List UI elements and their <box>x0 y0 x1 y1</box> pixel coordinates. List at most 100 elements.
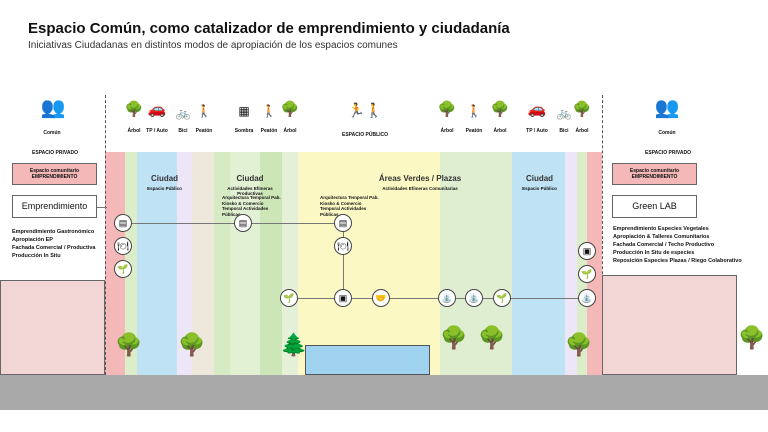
zone-stripe <box>298 152 440 375</box>
bus-car-icon: 🚗 <box>147 101 167 118</box>
green-lab-box: Green LAB <box>612 195 697 218</box>
zone-name: Ciudad <box>525 174 554 183</box>
list-item: Fachada Comercial / Techo Productivo <box>613 242 715 248</box>
divider-right <box>602 95 603 375</box>
tree-icon: 🌳 <box>572 101 592 118</box>
zone-stripe <box>125 152 137 375</box>
dining-icon: 🍽 <box>114 237 132 255</box>
shade-icon: ▦ <box>238 104 250 118</box>
watering-icon: ⛲ <box>438 289 456 307</box>
emprendimiento-box: Emprendimiento <box>12 195 97 218</box>
icon-label: Árbol <box>575 128 589 134</box>
screen-icon: ▣ <box>578 242 596 260</box>
tree-icon: 🌳 <box>437 101 457 118</box>
tree-icon: 🌳 <box>440 325 468 350</box>
icon-label: Sombra <box>234 128 254 134</box>
zone-stripe <box>177 152 192 375</box>
zone-stripe <box>577 152 587 375</box>
zone-stripe <box>192 152 214 375</box>
icon-label: Peatón <box>260 128 278 134</box>
screen-icon: ▣ <box>334 289 352 307</box>
icon-label: Peatón <box>465 128 483 134</box>
tree-icon: 🌳 <box>478 325 506 350</box>
list-item: Fachada Comercial / Productiva <box>12 245 96 251</box>
list-item: Producción In Situ <box>12 253 61 259</box>
pedestrian-icon: 🚶 <box>261 104 277 118</box>
sprout-icon: 🌱 <box>578 265 596 283</box>
building-right <box>602 275 737 375</box>
list-item: Emprendimiento Gastronómico <box>12 229 95 235</box>
sprout-icon: 🌱 <box>493 289 511 307</box>
tree-icon: 🌳 <box>124 101 144 118</box>
bus-car-icon: 🚗 <box>527 101 547 118</box>
public-space-label: ESPACIO PÚBLICO <box>341 132 389 138</box>
left-list: Emprendimiento Gastronómico Apropiación … <box>12 228 95 260</box>
icon-label: TP / Auto <box>526 128 548 134</box>
zone-name: Ciudad <box>150 174 179 183</box>
tree-icon: 🌳 <box>490 101 510 118</box>
pedestrian-icon: 🚶 <box>196 104 212 118</box>
zone-stripe <box>214 152 230 375</box>
zone-sub: Espacio Público <box>522 186 557 191</box>
sprout-icon: 🌱 <box>280 289 298 307</box>
zone-name: Ciudad <box>236 174 264 183</box>
list-item: Emprendimiento Especies Vegetales <box>613 226 709 232</box>
box-line: Espacio comunitario <box>29 168 80 174</box>
icon-label: Árbol <box>283 128 297 134</box>
bike-icon: 🚲 <box>556 106 572 120</box>
kiosk-icon: ▤ <box>234 214 252 232</box>
pedestrian-icon: 🚶 <box>466 104 482 118</box>
list-item: Producción In Situ de especies <box>613 250 695 256</box>
icon-label: Peatón <box>195 128 213 134</box>
people-icon: 👥 <box>654 97 680 119</box>
zone-stripe <box>260 152 282 375</box>
icon-label: TP / Auto <box>146 128 168 134</box>
list-item: Apropiación EP <box>12 237 53 243</box>
box-line: EMPRENDIMIENTO <box>31 174 78 180</box>
zone-sub: Espacio Público <box>147 186 182 191</box>
note: Arquitectura Temporal Pab. Kiosko & Come… <box>320 195 379 217</box>
tree-icon: 🌳 <box>280 101 300 118</box>
tree-icon: 🌳 <box>115 332 143 357</box>
public-space-people-icon: 🏃🚶 <box>347 102 383 118</box>
tree-icon: 🌲 <box>280 332 308 357</box>
icon-label: Árbol <box>127 128 141 134</box>
icon-label: Árbol <box>440 128 454 134</box>
connector <box>343 223 344 298</box>
right-list: Emprendimiento Especies Vegetales Apropi… <box>613 225 742 265</box>
tree-icon: 🌳 <box>738 325 766 350</box>
tree-icon: 🌳 <box>178 332 206 357</box>
connector <box>97 207 107 208</box>
zone-name: Áreas Verdes / Plazas <box>378 174 462 183</box>
zone-sub: Actividades Efímeras Productivas <box>227 186 273 196</box>
divider-left <box>105 95 106 375</box>
private-label: ESPACIO PRIVADO <box>32 150 78 156</box>
dining-icon: 🍽 <box>334 237 352 255</box>
zone-stripe <box>230 152 260 375</box>
icon-label: Árbol <box>493 128 507 134</box>
zone-stripe <box>587 152 602 375</box>
zone-stripe <box>440 152 512 375</box>
sprout-icon: 🌱 <box>114 260 132 278</box>
list-item: Apropiación & Talleres Comunitarios <box>613 234 710 240</box>
private-label: ESPACIO PRIVADO <box>645 150 691 156</box>
kiosk-icon: ▤ <box>114 214 132 232</box>
icon-label: Bici <box>178 128 188 134</box>
plaza-screen <box>305 345 430 375</box>
zone-sub: Actividades Efímeras Comunitarias <box>382 186 458 191</box>
page-title: Espacio Común, como catalizador de empre… <box>28 20 510 37</box>
tree-icon: 🌳 <box>565 332 593 357</box>
page-subtitle: Iniciativas Ciudadanas en distintos modo… <box>28 40 398 51</box>
people-label: Común <box>658 130 676 136</box>
handshake-icon: 🤝 <box>372 289 390 307</box>
people-label: Común <box>43 130 61 136</box>
street-ground <box>0 375 768 410</box>
list-item: Reposición Especies Plazas / Riego Colab… <box>613 258 742 264</box>
zone-stripe <box>282 152 298 375</box>
watering-icon: ⛲ <box>578 289 596 307</box>
building-left <box>0 280 105 375</box>
